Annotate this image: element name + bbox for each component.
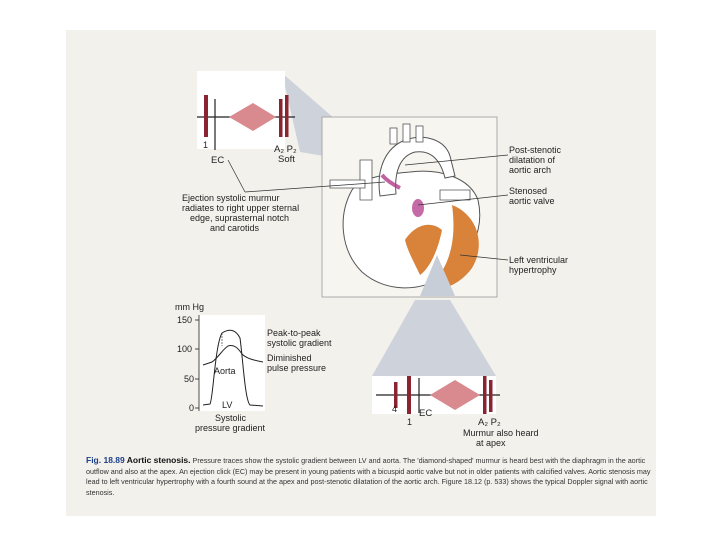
s1-sound-bar: [204, 95, 208, 137]
graph-unit-label: mm Hg: [175, 302, 204, 312]
lv-label: LV: [222, 400, 232, 410]
radiates-label-2: radiates to right upper sternal: [182, 203, 299, 213]
s1-sound-bar-bottom: [407, 376, 411, 414]
peak-to-peak-label-1: Peak-to-peak: [267, 328, 321, 338]
systolic-label: Systolic: [215, 413, 247, 423]
top-s1-label: 1: [203, 140, 208, 150]
tick-150: 150: [177, 315, 192, 325]
graph-axis: [195, 315, 199, 411]
post-stenotic-label-2: dilatation of: [509, 155, 556, 165]
aorta-label: Aorta: [214, 366, 236, 376]
bottom-ec-label: EC: [419, 408, 432, 419]
lvh-label-1: Left ventricular: [509, 255, 568, 265]
bottom-projection-cone: [372, 300, 496, 376]
tick-50: 50: [184, 374, 194, 384]
murmur-apex-label-2: at apex: [476, 438, 506, 448]
pressure-gradient-label: pressure gradient: [195, 423, 266, 433]
post-stenotic-label-3: aortic arch: [509, 165, 551, 175]
murmur-apex-label-1: Murmur also heard: [463, 428, 539, 438]
bottom-s1-label: 1: [407, 417, 412, 427]
stenosed-valve-label-1: Stenosed: [509, 186, 547, 196]
diminished-label-2: pulse pressure: [267, 363, 326, 373]
stenosed-valve-label-2: aortic valve: [509, 196, 555, 206]
post-stenotic-label-1: Post-stenotic: [509, 145, 562, 155]
peak-to-peak-label-2: systolic gradient: [267, 338, 332, 348]
top-soft-label: Soft: [278, 154, 295, 165]
s2-sound-bar-a: [279, 99, 283, 137]
s2-sound-bar-p: [285, 95, 289, 137]
s2-sound-bar-bottom-a: [483, 376, 487, 414]
lvh-label-2: hypertrophy: [509, 265, 557, 275]
radiates-label-4: and carotids: [210, 223, 260, 233]
radiates-label-1: Ejection systolic murmur: [182, 193, 280, 203]
top-ec-label: EC: [211, 155, 224, 166]
figure-caption: Fig. 18.89 Aortic stenosis. Pressure tra…: [86, 455, 652, 498]
s2-sound-bar-bottom-p: [489, 380, 493, 412]
tick-0: 0: [189, 403, 194, 413]
bottom-s2-label: A₂ P₂: [478, 417, 501, 428]
caption-title: Aortic stenosis.: [127, 455, 191, 465]
caption-figure-number: Fig. 18.89: [86, 455, 125, 465]
diminished-label-1: Diminished: [267, 353, 312, 363]
tick-100: 100: [177, 344, 192, 354]
radiates-label-3: edge, suprasternal notch: [190, 213, 289, 223]
bottom-s4-label: 4: [392, 404, 397, 414]
